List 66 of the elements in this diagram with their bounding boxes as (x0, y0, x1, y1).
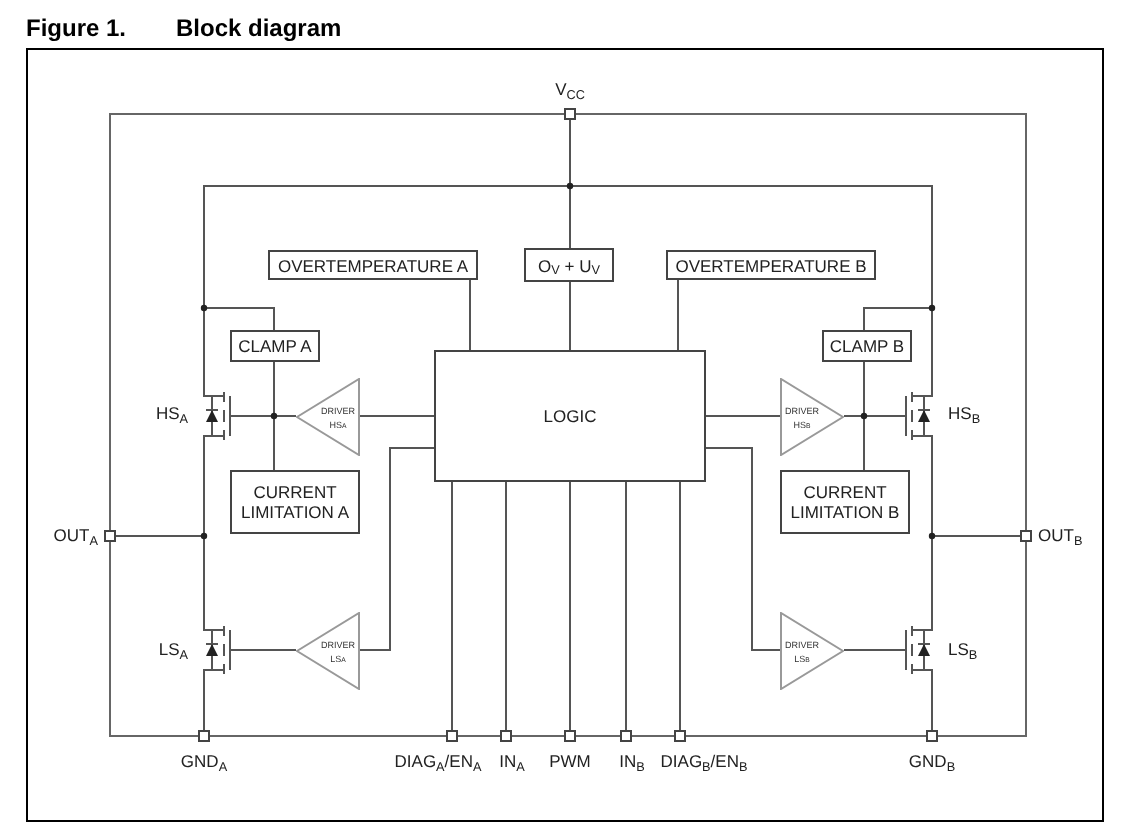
wire (469, 279, 471, 351)
mosfet-symbol (896, 620, 936, 680)
process-box: CURRENT LIMITATION A (230, 470, 360, 534)
pin-label: OUT$_{B}$ (1038, 523, 1083, 549)
process-box: CLAMP A (230, 330, 320, 362)
wire (451, 481, 453, 731)
process-box: CURRENT LIMITATION B (780, 470, 910, 534)
wire (677, 279, 679, 351)
driver-amplifier (780, 378, 844, 456)
wire (625, 481, 627, 731)
wire (863, 361, 865, 471)
wire (569, 481, 571, 731)
driver-amplifier (296, 378, 360, 456)
wire (705, 447, 781, 651)
figure-number: Figure 1. (26, 12, 127, 46)
wire (115, 445, 205, 537)
pin-terminal (1020, 530, 1032, 542)
driver-amplifier (780, 612, 844, 690)
wire (679, 481, 681, 731)
pin-label: GND$_{B}$ (908, 749, 956, 775)
wire (203, 679, 205, 731)
wire (705, 415, 781, 417)
pin-terminal (446, 730, 458, 742)
process-box: CLAMP B (822, 330, 912, 362)
pin-label: OUT$_{A}$ (53, 523, 98, 549)
pin-label: IN$_{B}$ (619, 749, 645, 775)
wire (931, 679, 933, 731)
mosfet-symbol (200, 620, 240, 680)
pin-terminal (674, 730, 686, 742)
process-box: OVERTEMPERATURE A (268, 250, 478, 280)
wire (931, 445, 1021, 537)
wire (843, 649, 897, 651)
process-box: O$_{V}$ + U$_{V}$ (524, 248, 614, 282)
wire (359, 415, 435, 417)
mosfet-symbol (200, 386, 240, 446)
pin-terminal (104, 530, 116, 542)
wire (203, 307, 275, 387)
wire (359, 447, 435, 651)
pin-label: DIAG$_{B}$/EN$_{B}$ (660, 749, 748, 775)
pin-label: V$_{CC}$ (555, 77, 585, 103)
wire (505, 481, 507, 731)
process-box: OVERTEMPERATURE B (666, 250, 876, 280)
pin-terminal (198, 730, 210, 742)
transistor-label: LS$_{B}$ (948, 637, 978, 663)
logic-block: LOGIC (434, 350, 706, 482)
driver-amplifier (296, 612, 360, 690)
wire (843, 415, 897, 417)
pin-label: DIAG$_{A}$/EN$_{A}$ (394, 749, 482, 775)
wire (273, 361, 275, 471)
pin-label: IN$_{A}$ (499, 749, 525, 775)
pin-terminal (564, 730, 576, 742)
pin-terminal (926, 730, 938, 742)
mosfet-symbol (896, 386, 936, 446)
wire (239, 649, 297, 651)
wire (239, 415, 297, 417)
transistor-label: LS$_{A}$ (158, 637, 188, 663)
pin-label: GND$_{A}$ (180, 749, 228, 775)
pin-terminal (500, 730, 512, 742)
transistor-label: HS$_{A}$ (155, 401, 188, 427)
wire (863, 307, 933, 387)
figure-title: Block diagram (176, 12, 342, 46)
pin-label: PWM (549, 749, 591, 775)
pin-terminal (564, 108, 576, 120)
wire (569, 281, 571, 351)
transistor-label: HS$_{B}$ (948, 401, 981, 427)
pin-terminal (620, 730, 632, 742)
